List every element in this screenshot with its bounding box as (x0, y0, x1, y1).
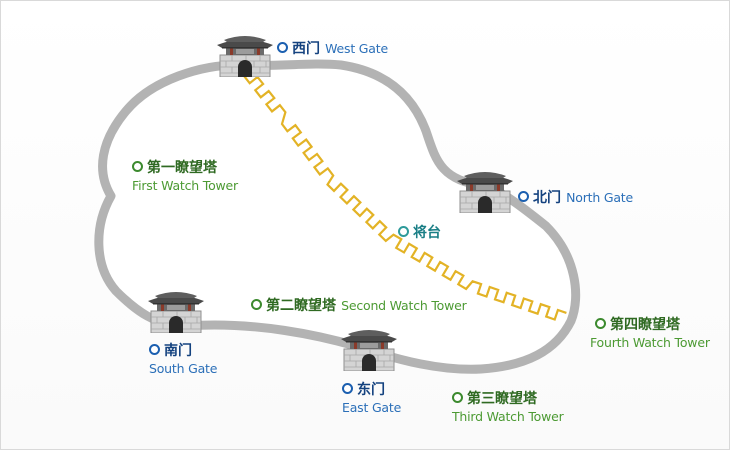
south-gate-label[interactable]: 南门 South Gate (149, 342, 217, 376)
circle-marker-icon (452, 392, 463, 403)
third-tower-zh: 第三瞭望塔 (467, 391, 537, 407)
third-tower-en: Third Watch Tower (452, 409, 564, 424)
east-gate-zh: 东门 (357, 382, 385, 398)
second-tower-en: Second Watch Tower (341, 298, 467, 313)
second-tower-label[interactable]: 第二瞭望塔 Second Watch Tower (251, 297, 467, 313)
south-gate-en: South Gate (149, 361, 218, 376)
north-gate-en: North Gate (566, 190, 633, 205)
circle-marker-icon (342, 383, 353, 394)
west-gate-en: West Gate (325, 41, 388, 56)
terrace-zh: 将台 (413, 225, 441, 241)
first-tower-label[interactable]: 第一瞭望塔 First Watch Tower (132, 159, 238, 193)
second-tower-zh: 第二瞭望塔 (266, 298, 336, 314)
first-tower-zh: 第一瞭望塔 (147, 160, 217, 176)
third-tower-label[interactable]: 第三瞭望塔 Third Watch Tower (452, 390, 564, 424)
circle-marker-icon (277, 42, 288, 53)
east-gate-en: East Gate (342, 400, 402, 415)
command-terrace-label[interactable]: 将台 (398, 224, 441, 240)
fourth-tower-label[interactable]: 第四瞭望塔 Fourth Watch Tower (590, 316, 710, 350)
circle-marker-icon (132, 161, 143, 172)
north-gate-zh: 北门 (533, 190, 561, 206)
east-gate-label[interactable]: 东门 East Gate (342, 381, 401, 415)
south-gate-zh: 南门 (164, 343, 192, 359)
circle-marker-icon (149, 344, 160, 355)
circle-marker-icon (595, 318, 606, 329)
circle-marker-icon (251, 299, 262, 310)
fourth-tower-zh: 第四瞭望塔 (610, 317, 680, 333)
north-gate-label[interactable]: 北门 North Gate (518, 189, 633, 205)
fortress-wall (94, 59, 581, 374)
fourth-tower-en: Fourth Watch Tower (590, 335, 710, 350)
circle-marker-icon (398, 226, 409, 237)
west-gate-zh: 西门 (292, 41, 320, 57)
first-tower-en: First Watch Tower (132, 178, 238, 193)
ridge-route (243, 75, 567, 321)
west-gate-label[interactable]: 西门 West Gate (277, 40, 388, 56)
west-gate-icon (216, 35, 274, 77)
circle-marker-icon (518, 191, 529, 202)
